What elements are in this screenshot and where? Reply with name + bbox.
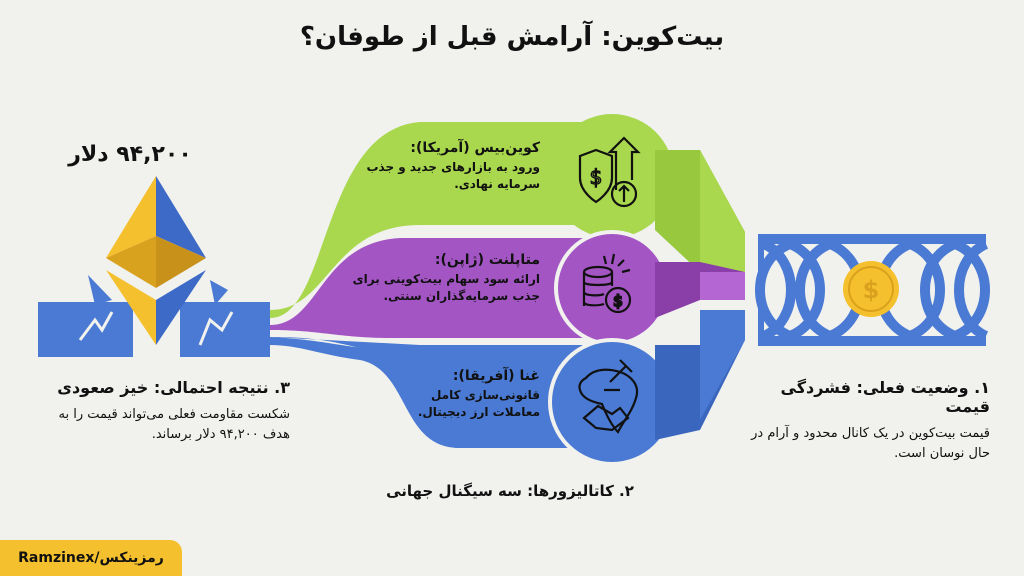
price-target-label: ۹۴,۲۰۰ دلار: [68, 142, 192, 167]
section-current-status: ۱. وضعیت فعلی: فشردگی قیمت قیمت بیت‌کوین…: [740, 378, 990, 464]
section-heading: ۳. نتیجه احتمالی: خیز صعودی: [57, 378, 290, 397]
svg-text:$: $: [613, 292, 623, 310]
catalyst-heading: غنا (آفریقا):: [452, 368, 540, 384]
section-catalysts-heading: ۲. کاتالیزورها: سه سیگنال جهانی: [386, 482, 634, 500]
catalyst-body: قانونی‌سازی کامل معاملات ارز دیجیتال.: [417, 388, 540, 420]
catalyst-card-ghana: غنا (آفریقا): قانونی‌سازی کامل معاملات ا…: [380, 368, 540, 422]
catalyst-card-coinbase: کوین‌بیس (آمریکا): ورود به بازارهای جدید…: [360, 140, 540, 194]
svg-text:$: $: [590, 165, 603, 189]
purple-flow-band: [270, 238, 590, 338]
shield-dollar-arrow-up-icon: $: [578, 136, 641, 208]
coin-stack-dollar-icon: $: [582, 253, 632, 314]
green-flow-band: [270, 122, 590, 318]
svg-text:$: $: [863, 276, 880, 304]
africa-gavel-handshake-icon: [578, 359, 639, 434]
purple-circle: [554, 230, 670, 346]
catalyst-card-metaplanet: متاپلنت (ژاپن): ارائه سود سهام بیت‌کوینی…: [330, 252, 540, 306]
diamond-logo: [106, 176, 206, 345]
catalyst-heading: کوین‌بیس (آمریکا):: [410, 140, 540, 156]
section-body: قیمت بیت‌کوین در یک کانال محدود و آرام د…: [751, 426, 990, 462]
section-heading: ۱. وضعیت فعلی: فشردگی قیمت: [780, 378, 991, 416]
page-title: بیت‌کوین: آرامش قبل از طوفان؟: [299, 22, 725, 52]
brand-badge: Ramzinex/رمزینکس: [0, 540, 182, 576]
section-possible-outcome: ۳. نتیجه احتمالی: خیز صعودی شکست مقاومت …: [30, 378, 290, 445]
catalyst-body: ورود به بازارهای جدید و جذب سرمایه نهادی…: [366, 160, 540, 192]
cracked-block: [38, 275, 270, 357]
catalyst-body: ارائه سود سهام بیت‌کوینی برای جذب سرمایه…: [352, 272, 540, 304]
dollar-coin: $: [843, 261, 899, 317]
catalyst-heading: متاپلنت (ژاپن):: [434, 252, 540, 268]
section-body: شکست مقاومت فعلی می‌تواند قیمت را به هدف…: [58, 407, 290, 443]
